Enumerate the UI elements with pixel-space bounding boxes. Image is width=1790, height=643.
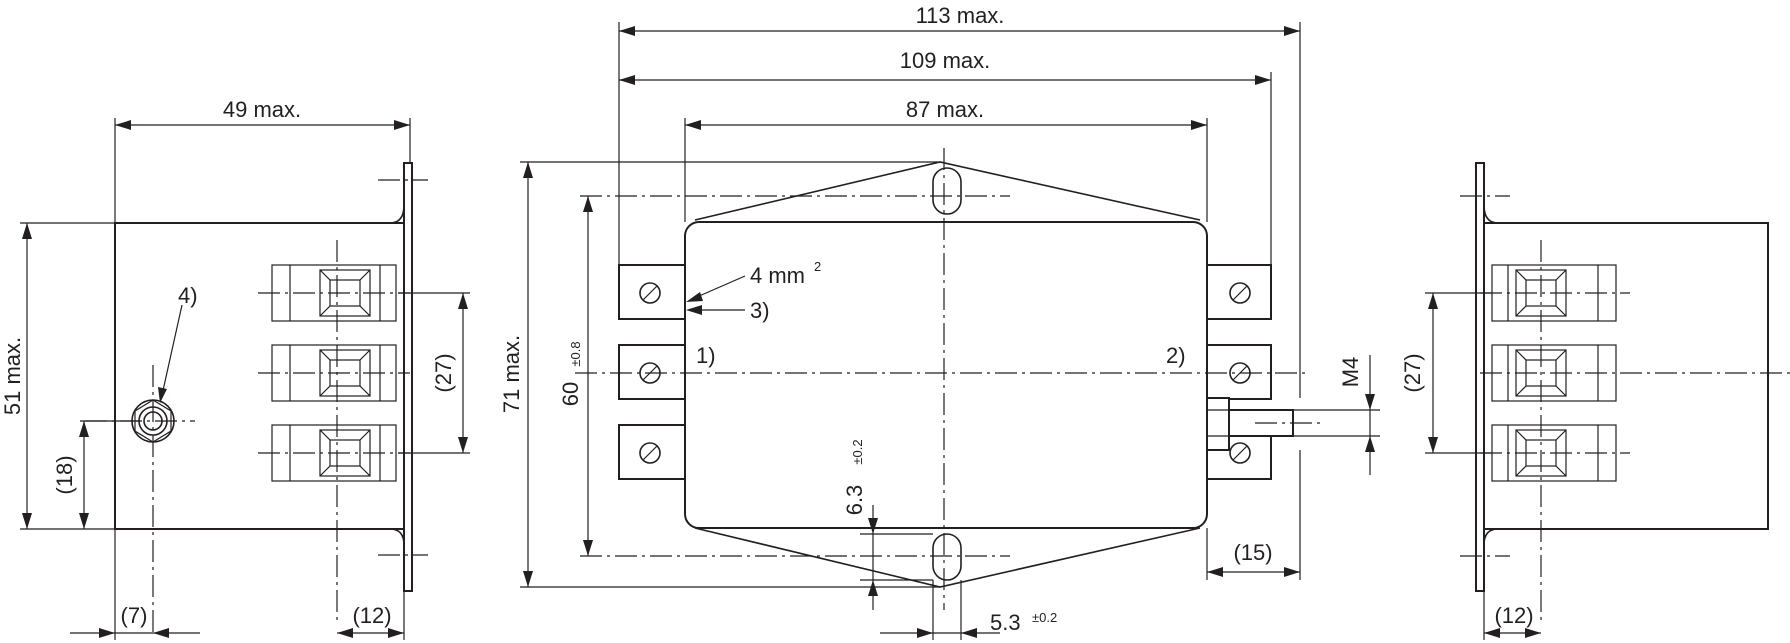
dim-49-label: 49 max. — [223, 97, 301, 122]
dim-12-left-label: (12) — [352, 603, 391, 628]
lower-flange — [694, 527, 1201, 588]
dim-87-label: 87 max. — [906, 97, 984, 122]
port-1-label: 1) — [696, 343, 716, 368]
callout-wire-size-sup: 2 — [814, 259, 821, 274]
dim-71-label: 71 max. — [499, 335, 524, 413]
dim-7-label: (7) — [121, 603, 148, 628]
dim-113-label: 113 max. — [916, 3, 1005, 28]
right-flange — [1475, 162, 1485, 592]
upper-flange — [694, 161, 1201, 221]
dim-6-3-tol: ±0.2 — [850, 439, 865, 464]
dim-5-3-label: 5.3 — [990, 610, 1021, 635]
dim-27-right-label: (27) — [1400, 353, 1425, 392]
dim-27-left-label: (27) — [431, 353, 456, 392]
left-side-view: 49 max. 51 max. (18) (27) (7) (12) — [0, 97, 470, 640]
lower-mounting-slot — [932, 533, 962, 581]
dim-60-label: 60 — [558, 382, 583, 406]
main-housing — [684, 221, 1208, 529]
upper-mounting-slot — [932, 167, 962, 215]
dim-5-3-tol: ±0.2 — [1032, 610, 1057, 625]
dim-18-label: (18) — [52, 455, 77, 494]
callout-3: 3) — [750, 298, 770, 323]
dim-6-3-label: 6.3 — [842, 485, 867, 516]
callout-wire-size: 4 mm — [750, 263, 805, 288]
left-terminal-block-1 — [271, 264, 397, 322]
right-side-view: (27) (12) — [1400, 162, 1790, 640]
center-left-terminals — [618, 264, 686, 480]
dim-51-label: 51 max. — [0, 337, 25, 415]
dim-15-label: (15) — [1233, 540, 1272, 565]
callout-4: 4) — [178, 283, 198, 308]
dim-109-label: 109 max. — [900, 48, 991, 73]
left-flange — [403, 162, 413, 592]
port-2-label: 2) — [1166, 343, 1186, 368]
dim-m4-label: M4 — [1338, 357, 1363, 388]
dim-60-tol: ±0.8 — [568, 341, 583, 366]
left-housing — [114, 222, 411, 530]
right-housing — [1479, 222, 1769, 530]
dim-12-right-label: (12) — [1494, 603, 1533, 628]
center-top-view: 113 max. 109 max. 87 max. 71 max. 60 ±0.… — [499, 3, 1380, 640]
